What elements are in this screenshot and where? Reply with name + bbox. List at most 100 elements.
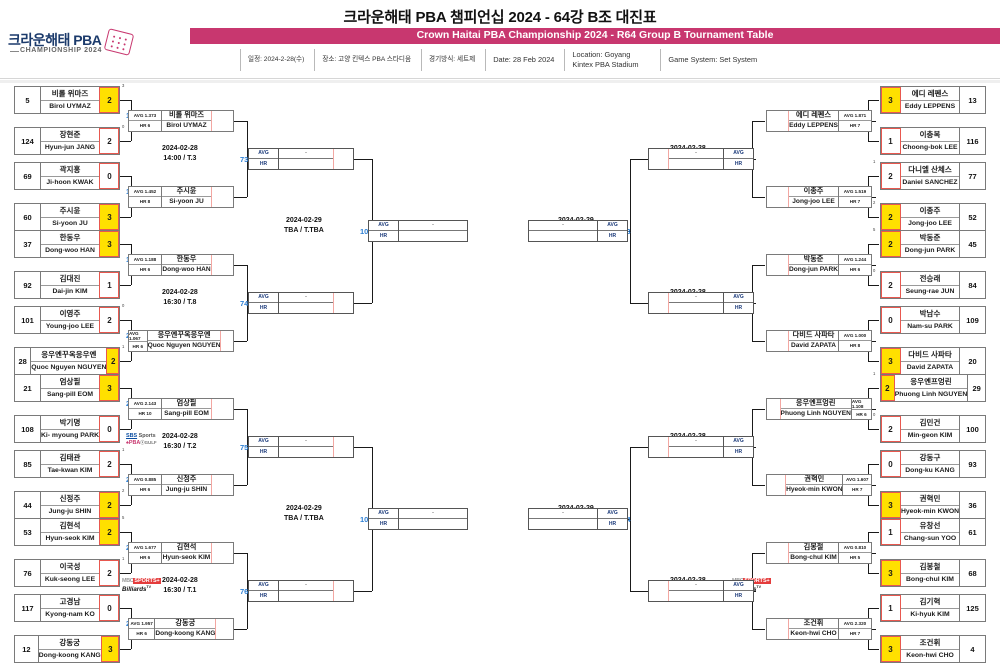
- match-score: 2: [99, 560, 119, 586]
- score-slot-empty: [767, 398, 781, 419]
- player-name-kr: 에디 레펜스: [901, 87, 959, 101]
- dice-card-icon: [103, 28, 135, 56]
- hr-label: HR: [259, 160, 268, 167]
- player-name-en: Hyun-seok KIM: [45, 535, 95, 543]
- player-name-kr: 김봉철: [789, 543, 838, 553]
- bracket-connector: [120, 573, 131, 575]
- hr-label: HR: [259, 304, 268, 311]
- avg-value: AVG 1.244: [839, 255, 871, 265]
- player-name-kr: 김태관: [41, 451, 99, 465]
- bracket-connector: [630, 158, 648, 160]
- score-slot-empty: [767, 474, 787, 495]
- tba-name: -: [279, 437, 333, 447]
- bracket-connector: [872, 628, 876, 630]
- bracket-connector: [868, 464, 879, 466]
- tba-name: -: [529, 221, 597, 231]
- player-name-en: Kuk-seong LEE: [44, 576, 96, 584]
- player-name-kr: 다비드 사파타: [789, 331, 838, 341]
- player-name-kr: 권혁민: [786, 475, 843, 485]
- seed-rank: 36: [959, 492, 985, 518]
- player-name-en: Eddy LEPPENS: [904, 103, 956, 111]
- bracket-connector: [868, 505, 879, 507]
- tiebreak-points: 1: [873, 159, 876, 164]
- tiebreak-points: 0: [122, 124, 125, 129]
- bracket-connector: [752, 408, 765, 410]
- tiebreak-points: 2: [122, 488, 125, 493]
- hr-value: HR 10: [138, 411, 152, 417]
- match-score: 2: [881, 272, 901, 298]
- player-name-kr: 이국성: [41, 560, 99, 574]
- player-name-kr: 이종주: [901, 204, 959, 218]
- match-score: 2: [99, 307, 119, 333]
